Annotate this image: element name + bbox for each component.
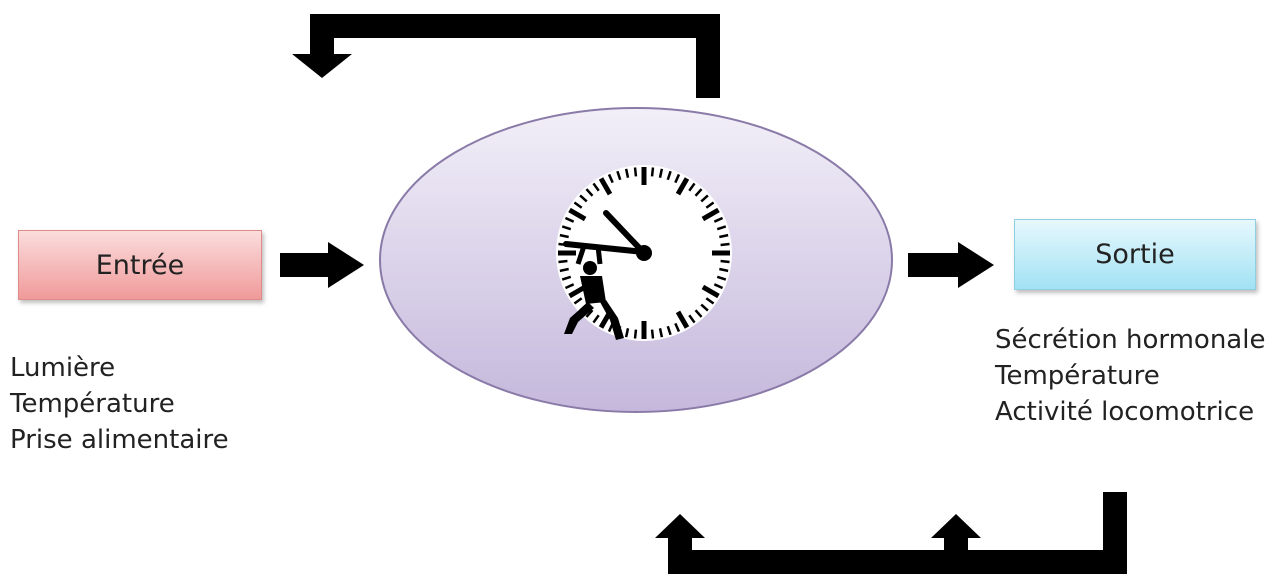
input-list: Lumière Température Prise alimentaire bbox=[10, 350, 229, 458]
input-box: Entrée bbox=[18, 230, 262, 300]
arrow-input-to-clock bbox=[280, 242, 364, 288]
clock-tick bbox=[652, 167, 653, 176]
output-box: Sortie bbox=[1014, 219, 1256, 290]
feedback-arrow-top bbox=[292, 14, 720, 98]
input-item: Lumière bbox=[10, 350, 229, 386]
output-list: Sécrétion hormonale Température Activité… bbox=[995, 322, 1265, 430]
input-label: Entrée bbox=[96, 250, 185, 281]
output-item: Température bbox=[995, 358, 1265, 394]
clock-tick bbox=[558, 261, 567, 262]
clock-tick bbox=[635, 330, 636, 339]
arrow-clock-to-output bbox=[908, 242, 994, 288]
clock-tick bbox=[721, 244, 730, 245]
clock-tick bbox=[635, 167, 636, 176]
output-label: Sortie bbox=[1095, 239, 1174, 270]
output-item: Activité locomotrice bbox=[995, 394, 1265, 430]
clock-tick bbox=[652, 330, 653, 339]
input-item: Température bbox=[10, 386, 229, 422]
input-item: Prise alimentaire bbox=[10, 422, 229, 458]
clock-tick bbox=[721, 261, 730, 262]
feedback-arrow-bottom bbox=[655, 492, 1127, 574]
output-item: Sécrétion hormonale bbox=[995, 322, 1265, 358]
